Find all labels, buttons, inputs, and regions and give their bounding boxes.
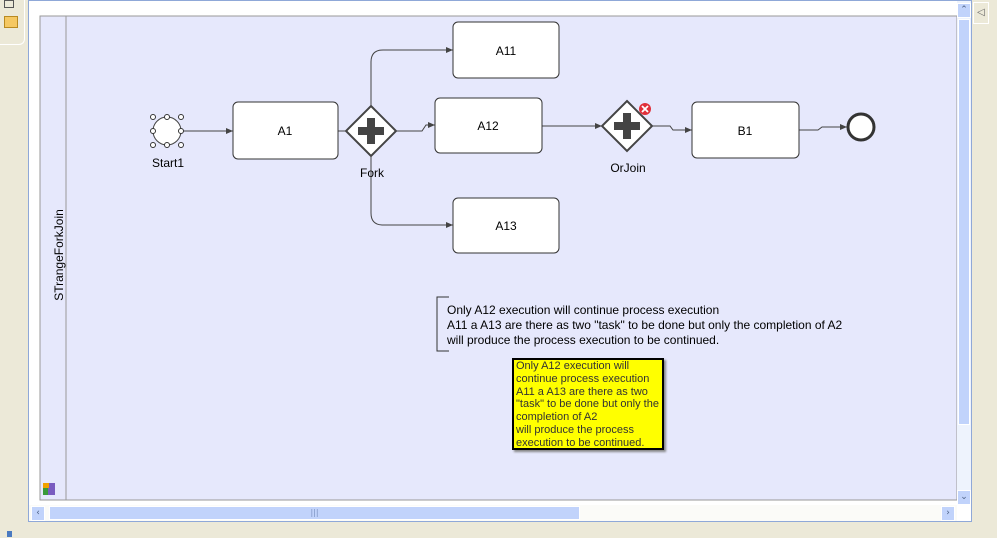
restore-icon[interactable] [4,0,14,8]
scroll-left-button[interactable]: ‹ [31,506,45,521]
annotation-line-1: Only A12 execution will continue process… [447,303,719,317]
status-bar-icon [7,531,12,537]
lane-label[interactable]: STrangeForkJoin [52,209,66,301]
vertical-scrollbar[interactable]: ⌃ ⌄ [957,1,971,505]
parallel-plus-icon [614,113,640,139]
task-b1[interactable]: B1 [691,101,800,159]
flow-b1-end[interactable] [799,124,847,131]
orjoin-label: OrJoin [610,161,645,175]
task-a13-label: A13 [495,219,517,233]
collapse-panel-icon[interactable]: ◁ [973,2,989,24]
scroll-up-button[interactable]: ⌃ [957,3,971,18]
process-icon [43,483,55,495]
parallel-plus-icon [358,118,384,144]
task-a11[interactable]: A11 [452,21,560,79]
task-a1-label: A1 [278,124,293,138]
pool[interactable] [39,15,958,501]
text-annotation[interactable]: Only A12 execution will continue process… [436,296,843,352]
diagram-canvas[interactable]: STrangeForkJoin Start1 A1 A11 A12 A13 B1… [29,1,958,505]
task-a12[interactable]: A12 [434,97,543,154]
end-event[interactable] [846,112,876,142]
flow-fork-a11[interactable] [370,47,453,106]
annotation-line-2: A11 a A13 are there as two "task" to be … [447,318,843,332]
task-a13[interactable]: A13 [452,197,560,254]
task-a12-label: A12 [477,119,499,133]
annotation-line-3: will produce the process execution to be… [446,333,719,347]
horizontal-scrollbar[interactable]: ‹ ||| › [29,505,957,521]
start-label: Start1 [152,156,184,170]
sequence-flows [181,47,847,228]
task-b1-label: B1 [738,124,753,138]
annotation-tooltip: Only A12 execution will continue process… [512,358,664,450]
flow-fork-a12[interactable] [396,122,435,132]
left-panel [0,0,25,45]
orjoin-gateway[interactable]: OrJoin [600,99,654,175]
scroll-right-button[interactable]: › [941,506,955,521]
task-a11-label: A11 [496,44,517,58]
task-a1[interactable]: A1 [232,101,339,160]
error-icon[interactable] [639,103,651,115]
package-explorer-icon[interactable] [4,16,18,28]
flow-fork-a13[interactable] [370,156,453,228]
scroll-down-button[interactable]: ⌄ [957,490,971,505]
fork-label: Fork [360,166,385,180]
horizontal-scroll-thumb[interactable]: ||| [49,506,580,520]
start-event[interactable]: Start1 [150,114,185,171]
selection-handles[interactable] [150,114,184,148]
fork-gateway[interactable]: Fork [344,104,398,180]
right-panel: ◁ [972,0,997,522]
vertical-scroll-thumb[interactable] [958,19,970,425]
flow-orjoin-b1[interactable] [652,125,692,133]
